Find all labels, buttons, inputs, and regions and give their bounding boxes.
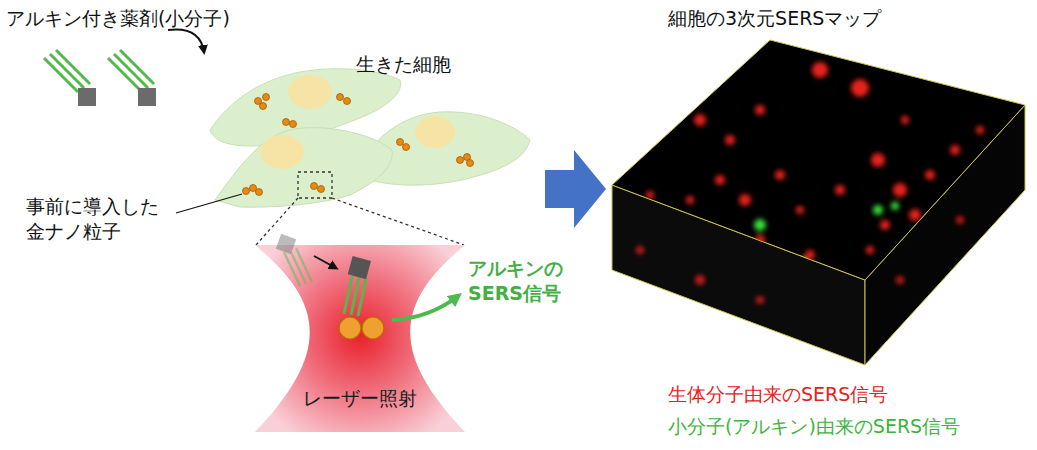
approach-arrow bbox=[314, 256, 336, 268]
zoom-box bbox=[256, 172, 464, 245]
laser-label: レーザー照射 bbox=[303, 386, 417, 411]
legend-green-text: 小分子(アルキン)由来のSERS信号 bbox=[668, 414, 960, 439]
laser-focus bbox=[255, 245, 465, 432]
live-cells bbox=[210, 69, 530, 207]
legend-red-text: 生体分子由来のSERS信号 bbox=[668, 382, 888, 407]
signal-arrow bbox=[392, 296, 458, 320]
ghost-molecule bbox=[276, 234, 312, 286]
cell-label: 生きた細胞 bbox=[356, 52, 451, 77]
map-title: 細胞の3次元SERSマップ bbox=[668, 6, 881, 31]
process-arrow bbox=[545, 150, 606, 228]
bound-molecule bbox=[344, 256, 371, 316]
signal-label: アルキンの SERS信号 bbox=[468, 256, 576, 305]
sers-map-3d bbox=[612, 40, 1025, 365]
gold-nanoparticles bbox=[339, 317, 384, 339]
uptake-arrow bbox=[168, 29, 204, 52]
particle-label: 事前に導入した 金ナノ粒子 bbox=[26, 194, 178, 243]
drug-label: アルキン付き薬剤(小分子) bbox=[6, 6, 230, 31]
leader-line bbox=[176, 194, 242, 213]
alkyne-molecule bbox=[44, 50, 156, 106]
